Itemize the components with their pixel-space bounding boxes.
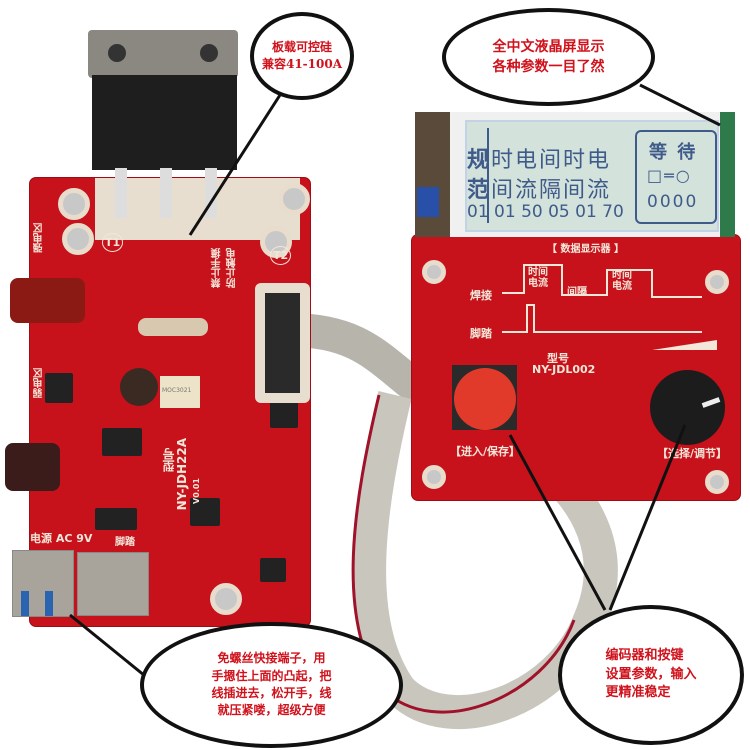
- display-title: 【 数据显示器 】: [547, 244, 624, 255]
- lcd-row2: 间流隔间流: [491, 178, 612, 203]
- lcd-module: 规 范 时电间时电 间流隔间流 01 01 50 05 01 70 等 待 □═…: [415, 112, 735, 237]
- gap-label: 间隔: [567, 287, 587, 298]
- resistor: [138, 318, 208, 336]
- encoder-callout: 编码器和按键 设置参数，输入 更精准稳定: [558, 605, 744, 745]
- pedal-label: 脚踏: [470, 327, 492, 340]
- enter-save-label: 【进入/保存】: [450, 445, 521, 458]
- pedal-terminal-label: 脚踏: [115, 537, 135, 548]
- capacitor-large: [5, 443, 60, 491]
- pulse1-label: 时间 电流: [528, 267, 548, 289]
- t2-label: T2: [270, 246, 292, 265]
- scr-thyristor: [92, 75, 237, 170]
- capacitor-small: [120, 368, 158, 406]
- lcd-values: 01 01 50 05 01 70: [467, 202, 624, 222]
- weld-label: 焊接: [470, 289, 492, 302]
- power-terminal[interactable]: [12, 550, 74, 617]
- lcd-screen: 规 范 时电间时电 间流隔间流 01 01 50 05 01 70 等 待 □═…: [465, 120, 719, 232]
- lcd-status-box: 等 待 □═○ 0000: [635, 130, 717, 224]
- pulse2-label: 时间 电流: [612, 270, 632, 292]
- lcd-col0-bottom: 范: [467, 178, 492, 203]
- main-control-board: T1 T2 禁止手摸 防止触电 强电区 弱电区 MOC3021 型号 NY-JD…: [5, 178, 310, 626]
- capacitor: [10, 278, 85, 323]
- rotary-encoder-knob[interactable]: [650, 370, 725, 445]
- ribbon-connector: [255, 283, 310, 403]
- optocoupler-chip: MOC3021: [160, 376, 200, 408]
- lcd-status-icon: □═○: [647, 166, 692, 185]
- scr-callout: 板载可控硅 兼容41-100A: [250, 12, 354, 100]
- timing-diagram: [502, 264, 717, 350]
- lcd-col0-top: 规: [467, 148, 492, 173]
- enter-save-button[interactable]: [454, 368, 516, 430]
- pedal-terminal[interactable]: [77, 552, 149, 616]
- lcd-callout: 全中文液晶屏显示 各种参数一目了然: [442, 8, 655, 106]
- lcd-status: 等 待: [649, 142, 698, 163]
- scr-heatsink-tab: [88, 30, 238, 78]
- terminal-callout: 免螺丝快接端子，用 手摁住上面的凸起，把 线插进去，松开手，线 就压紧喽，超级方…: [140, 622, 403, 748]
- display-model-number: NY-JDL002: [532, 363, 596, 376]
- display-board: 【 数据显示器 】 焊接 脚踏 时间 电流 间隔 时间 电流 型号 NY-JDL…: [412, 235, 740, 500]
- power-label: 电源 AC 9V: [30, 532, 93, 545]
- lcd-row1: 时电间时电: [491, 148, 612, 173]
- lcd-counter: 0000: [647, 192, 699, 212]
- display-model-label: 型号: [547, 352, 569, 365]
- t1-label: T1: [102, 233, 124, 252]
